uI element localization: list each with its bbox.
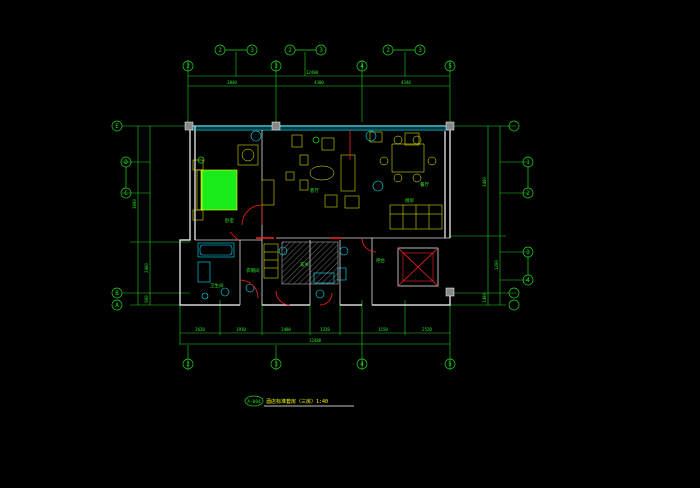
dim-bottom-seg-5: 1150 xyxy=(378,327,388,332)
room-label-bedroom: 卧室 xyxy=(225,217,234,224)
room-label-dining: 餐厅 xyxy=(420,181,429,188)
top-grid-bubbles xyxy=(182,44,456,72)
dim-bottom-seg-3: 2480 xyxy=(281,327,291,332)
grid-bubble-top-5: 2 xyxy=(386,47,390,54)
top-dimension-group xyxy=(187,52,451,122)
room-label-entry: 玄关 xyxy=(300,261,309,268)
dim-bottom-total: 12480 xyxy=(309,338,322,343)
grid-bubble-top-2: 3 xyxy=(250,47,254,54)
grid-bubble-side-3: C xyxy=(124,190,128,197)
door-swings xyxy=(229,130,377,306)
grid-bubble-side-2: D xyxy=(124,159,128,166)
caption-id-bubble xyxy=(244,395,264,407)
interior-walls xyxy=(195,130,450,305)
dim-top-seg-3: 4340 xyxy=(401,80,411,85)
grid-bubble-row-1: 2 xyxy=(186,63,190,70)
bottom-dimension-group xyxy=(179,300,451,370)
grid-bubble-side-5: A xyxy=(115,302,119,309)
bottom-grid-bubbles xyxy=(182,358,456,370)
dim-bottom-seg-1: 2620 xyxy=(195,327,205,332)
right-grid-bubbles xyxy=(508,120,534,311)
dim-bottom-seg-6: 2520 xyxy=(422,327,432,332)
room-label-living: 客厅 xyxy=(310,187,319,194)
dim-right-seg-3: 1400 xyxy=(482,293,487,303)
dim-left-seg-2: 2400 xyxy=(144,263,149,273)
room-label-bar: 吧台 xyxy=(376,257,385,264)
grid-bubble-top-3: 2 xyxy=(288,47,292,54)
bed xyxy=(200,169,238,211)
closet-shelving xyxy=(263,243,279,279)
caption-title: 酒店标准套房（三房） xyxy=(266,398,316,405)
dim-right-seg-2: 1200 xyxy=(494,260,499,270)
caption-id: A-004 xyxy=(247,399,261,405)
dim-top-seg-1: 3840 xyxy=(227,80,237,85)
fixture-symbols-green xyxy=(197,136,320,164)
entry-hatched-floor xyxy=(281,241,339,285)
kitchen-counter xyxy=(389,204,443,230)
right-dimension-group xyxy=(450,125,528,306)
room-label-kitchen: 厨房 xyxy=(405,197,414,204)
grid-bubble-side-1: E xyxy=(115,123,119,130)
grid-bubble-top-6: 3 xyxy=(418,47,422,54)
grid-bubble-right-4: 4 xyxy=(526,277,530,284)
grid-bubble-side-4: B xyxy=(115,290,119,297)
room-label-bathroom: 卫生间 xyxy=(210,282,224,289)
caption-scale: 1:40 xyxy=(316,399,328,405)
grid-bubble-row-3: 4 xyxy=(360,63,364,70)
grid-bubble-top-4: 3 xyxy=(319,47,323,54)
grid-bubble-right-3: 3 xyxy=(526,249,530,256)
fixture-symbols xyxy=(250,130,384,256)
dim-bottom-seg-4: 1320 xyxy=(320,327,330,332)
grid-bubble-row-4: 5 xyxy=(448,63,452,70)
dim-top-seg-2: 4300 xyxy=(314,80,324,85)
grid-bubble-right-1: 1 xyxy=(526,159,530,166)
room-label-closet: 衣帽间 xyxy=(246,267,260,274)
grid-bubble-right-2: 2 xyxy=(526,190,530,197)
grid-bubble-top-1: 2 xyxy=(218,47,222,54)
structural-columns xyxy=(184,121,455,297)
bar-area xyxy=(397,247,439,287)
grid-bubble-bottom-3: 4 xyxy=(360,361,364,368)
dining-furniture xyxy=(369,131,437,183)
left-grid-bubbles xyxy=(111,120,132,311)
dim-left-seg-1: 3000 xyxy=(132,199,137,209)
grid-bubble-bottom-4: 5 xyxy=(448,361,452,368)
dim-top-total: 12480 xyxy=(306,70,319,75)
living-furniture xyxy=(285,134,360,209)
left-dimension-group xyxy=(122,125,190,306)
grid-bubble-row-2: 3 xyxy=(274,63,278,70)
grid-bubble-bottom-1: 2 xyxy=(186,361,190,368)
grid-bubble-bottom-2: 3 xyxy=(274,361,278,368)
dim-right-seg-1: 3400 xyxy=(482,177,487,187)
dim-bottom-seg-2: 1910 xyxy=(236,327,246,332)
drawing-caption: A-004 酒店标准套房（三房） 1:40 xyxy=(244,395,354,407)
dim-left-seg-3: 600 xyxy=(144,295,149,303)
bedroom-furniture xyxy=(192,144,275,221)
